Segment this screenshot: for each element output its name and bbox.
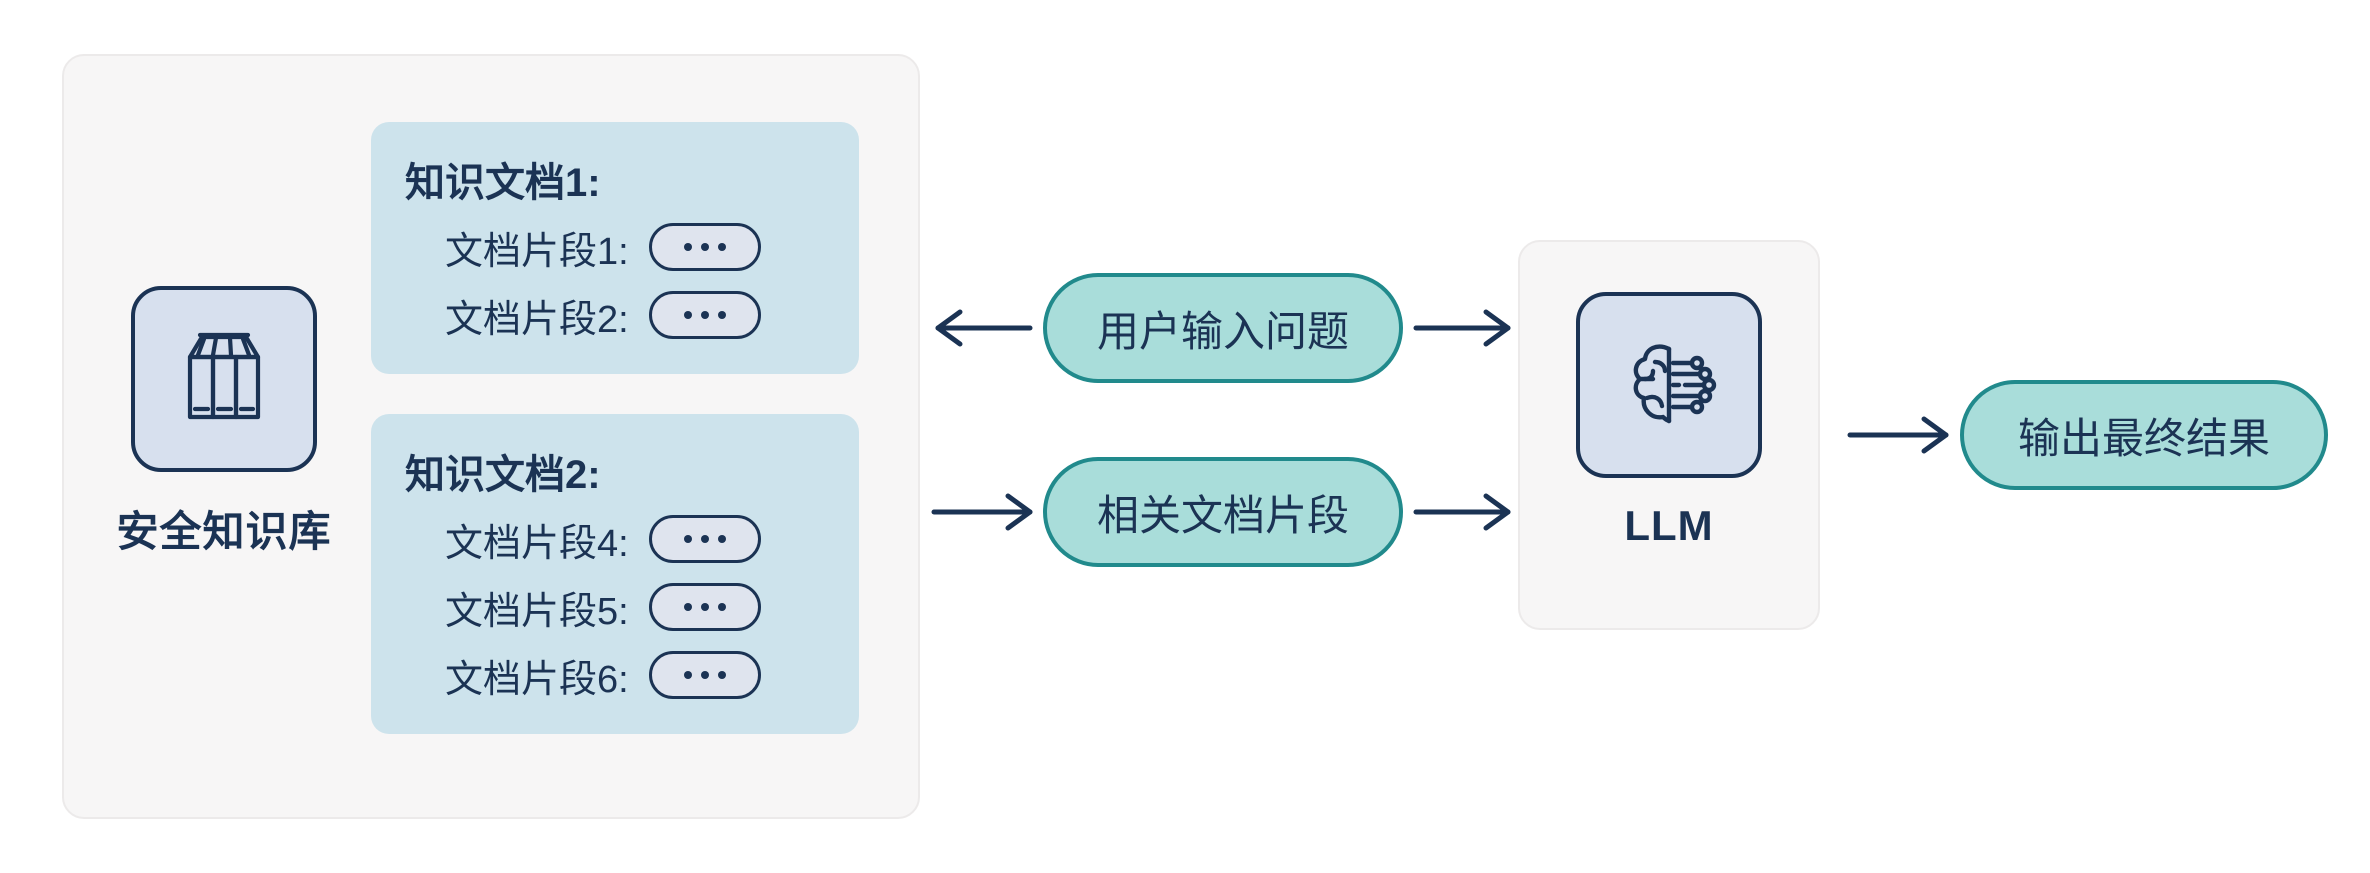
document-chunk-label: 文档片段1: bbox=[445, 230, 629, 273]
llm-caption: LLM bbox=[1624, 502, 1714, 549]
ellipsis-badge[interactable] bbox=[648, 291, 761, 339]
document-chunk-row[interactable]: 文档片段4: bbox=[445, 510, 825, 568]
arrow-left-question-to-kb bbox=[935, 309, 1033, 347]
pill-final-output[interactable]: 输出最终结果 bbox=[1960, 380, 2328, 490]
document-chunk-row[interactable]: 文档片段5: bbox=[445, 578, 825, 636]
ellipsis-badge[interactable] bbox=[648, 223, 761, 271]
document-chunk-row[interactable]: 文档片段2: bbox=[445, 286, 825, 344]
arrow-right-question-to-llm bbox=[1413, 309, 1511, 347]
brain-circuit-icon bbox=[1576, 292, 1762, 478]
arrow-right-chunks-to-llm bbox=[1413, 493, 1511, 531]
document-chunk-row[interactable]: 文档片段1: bbox=[445, 218, 825, 276]
document-chunk-label: 文档片段4: bbox=[445, 522, 629, 565]
document-card-list: 知识文档1: 文档片段1: 文档片段2: 知识文档2: 文档片段4: bbox=[371, 122, 859, 734]
books-archive-icon bbox=[131, 286, 317, 472]
arrow-right-kb-to-chunks bbox=[931, 493, 1033, 531]
document-chunk-label: 文档片段5: bbox=[445, 590, 629, 633]
pill-user-question[interactable]: 用户输入问题 bbox=[1043, 273, 1403, 383]
knowledge-base-identity: 安全知识库 bbox=[98, 286, 350, 559]
document-title: 知识文档2: bbox=[405, 453, 601, 497]
knowledge-base-caption: 安全知识库 bbox=[116, 508, 332, 555]
pill-relevant-chunks[interactable]: 相关文档片段 bbox=[1043, 457, 1403, 567]
ellipsis-badge[interactable] bbox=[648, 651, 761, 699]
document-chunk-label: 文档片段2: bbox=[445, 298, 629, 341]
ellipsis-badge[interactable] bbox=[648, 583, 761, 631]
document-card[interactable]: 知识文档1: 文档片段1: 文档片段2: bbox=[371, 122, 859, 374]
document-card[interactable]: 知识文档2: 文档片段4: 文档片段5: 文档片段6: bbox=[371, 414, 859, 734]
document-chunk-label: 文档片段6: bbox=[445, 658, 629, 701]
ellipsis-badge[interactable] bbox=[648, 515, 761, 563]
document-chunk-row[interactable]: 文档片段6: bbox=[445, 646, 825, 704]
arrow-right-llm-to-output bbox=[1847, 416, 1949, 454]
knowledge-base-panel: 安全知识库 知识文档1: 文档片段1: 文档片段2: 知识文档2: 文档 bbox=[62, 54, 920, 819]
document-title: 知识文档1: bbox=[405, 161, 601, 205]
llm-panel: LLM bbox=[1518, 240, 1820, 630]
